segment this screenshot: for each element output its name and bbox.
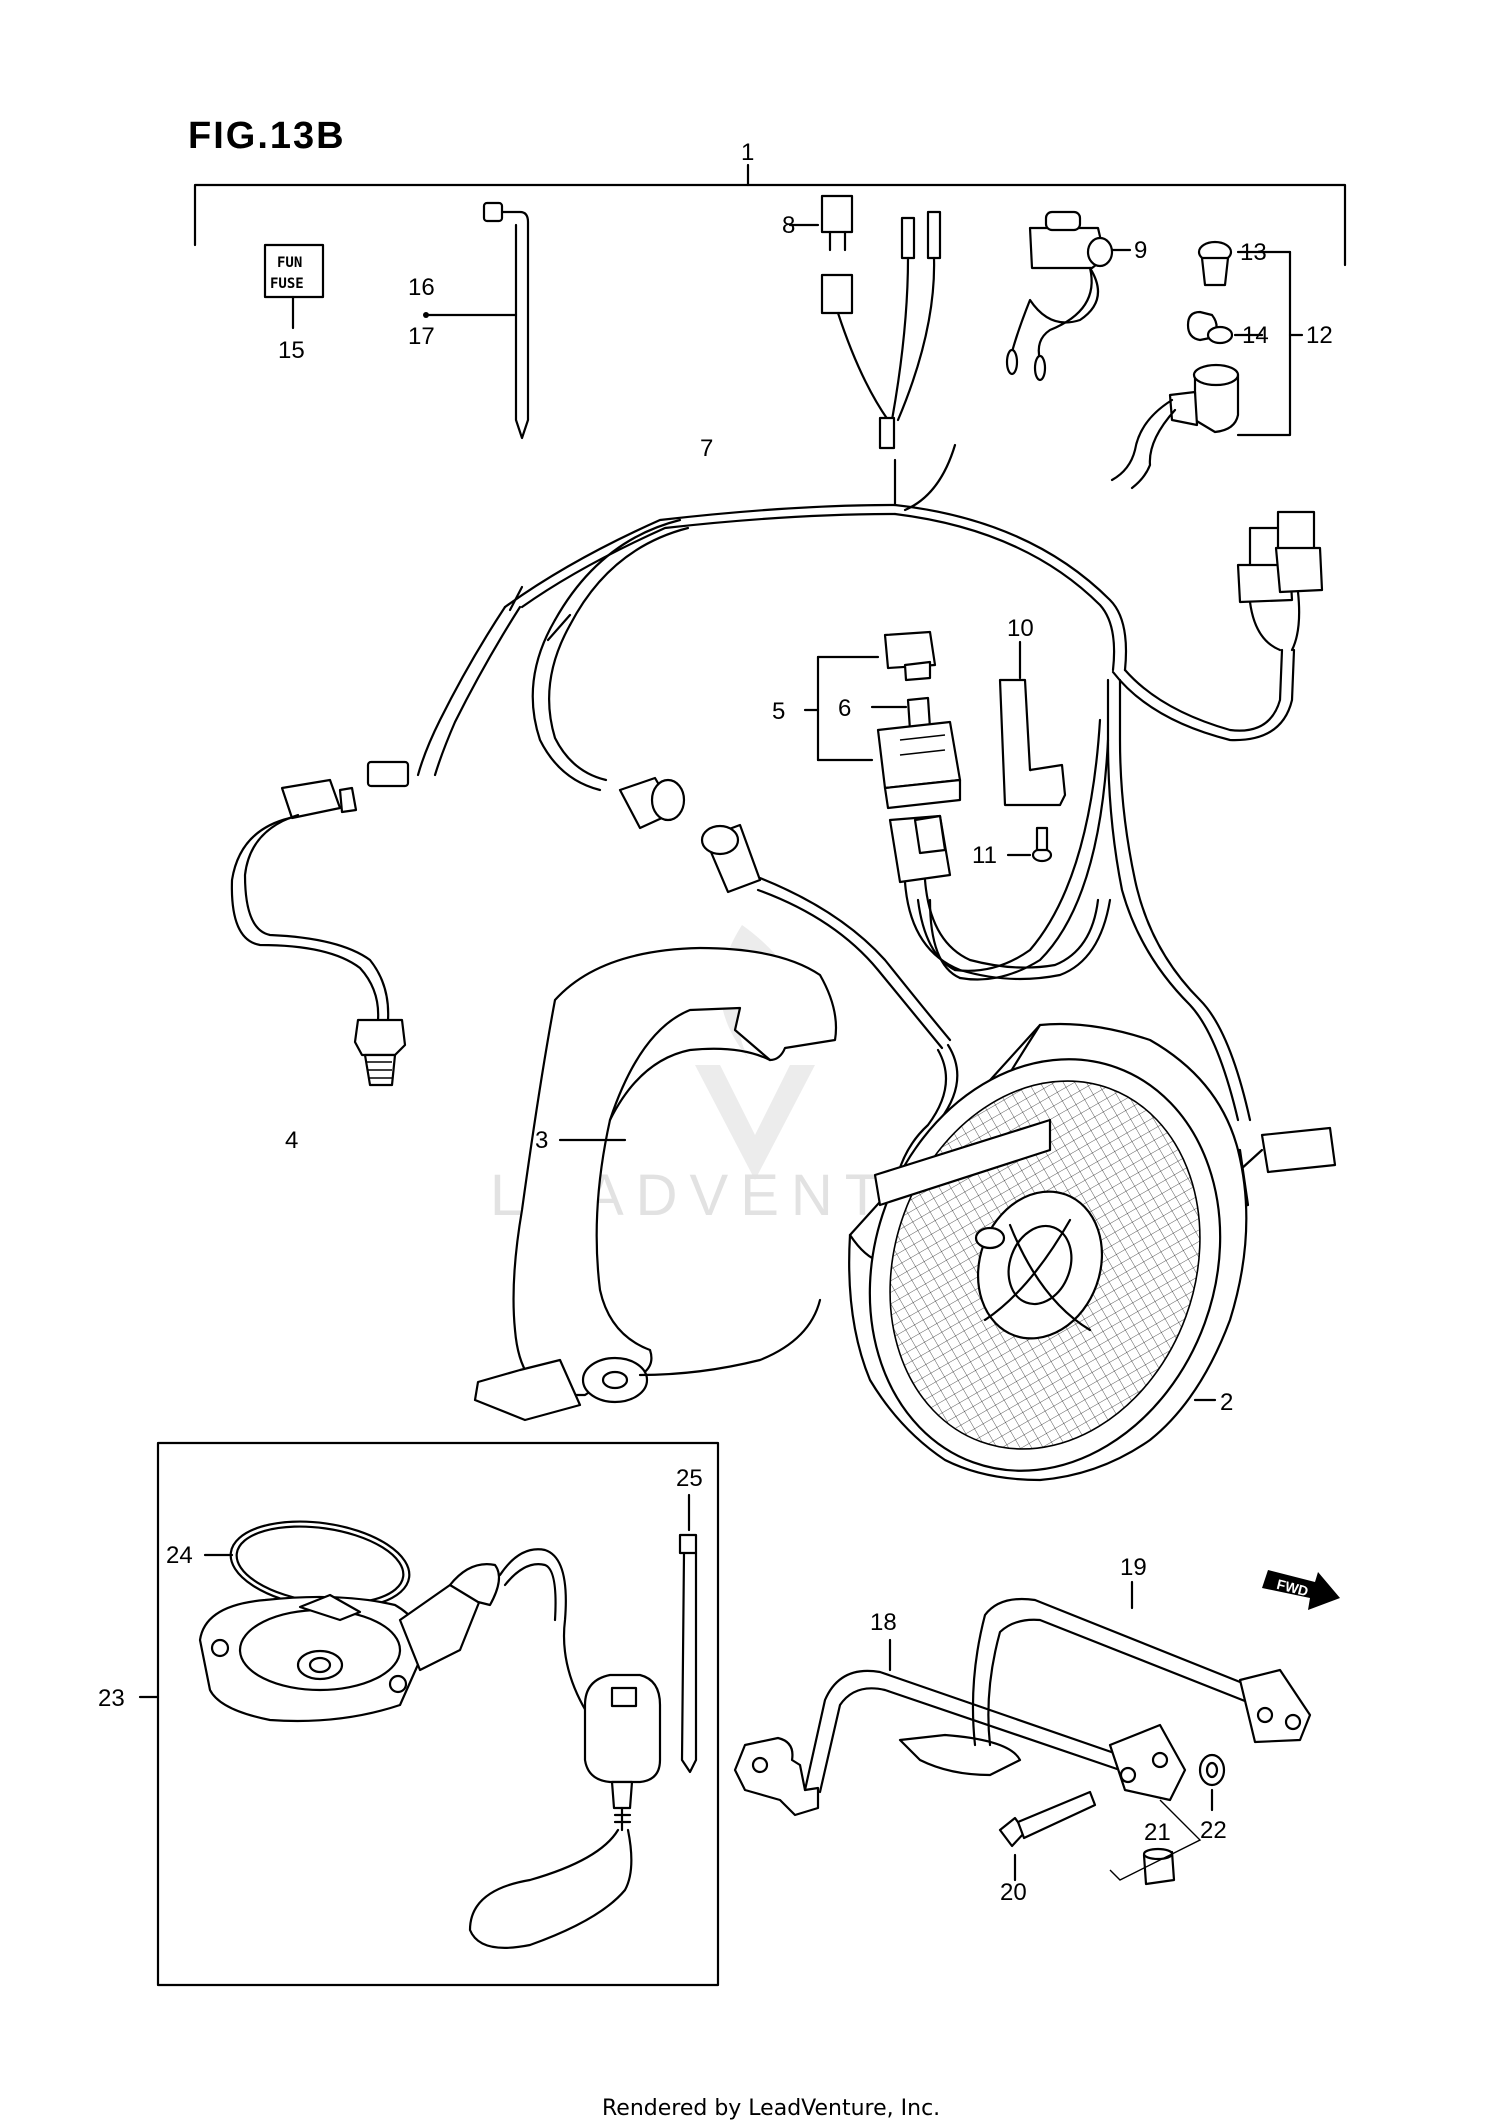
harness-coupler-part [888,814,1112,981]
switch-part [1005,210,1132,382]
fwd-arrow-icon: FWD [1262,1570,1340,1610]
fuse-label-line1: FUN [277,255,302,271]
callout-2: 2 [1220,1389,1233,1416]
wiring-harness [416,443,1296,1122]
nut-part [1198,1753,1226,1812]
callout-1: 1 [741,139,754,166]
inset-box [138,1441,720,1987]
callouts: 1 2 3 4 5 6 7 8 9 10 11 12 13 14 15 16 1… [98,139,1333,1906]
callout-3: 3 [535,1127,548,1154]
callout-17: 17 [408,323,435,350]
callout-13: 13 [1240,239,1267,266]
screw-part [1006,826,1053,863]
callout-8: 8 [782,212,795,239]
callout-11: 11 [972,842,997,869]
relay-part [803,630,962,810]
fuse-label-line2: FUSE [270,276,304,292]
fuse-part [788,194,854,252]
callout-6: 6 [838,695,851,722]
stay-18-part [733,1638,1187,1817]
callout-24: 24 [166,1542,193,1569]
callout-10: 10 [1007,615,1034,642]
callout-16: 16 [408,274,435,301]
connector-pair-part [1236,510,1324,652]
fan-motor-part [848,1022,1248,1482]
figure-title: FIG.13B [188,115,346,157]
lamp-socket-assembly [1110,240,1304,490]
collar-part [1109,1799,1202,1886]
footer-credit: Rendered by LeadVenture, Inc. [602,2096,940,2121]
sensor-housing-part [198,1548,662,1949]
callout-7: 7 [700,435,713,462]
cable-tie-part-25 [678,1493,698,1774]
fuse-holder-part [820,210,942,450]
temperature-sensor-part [230,760,410,1087]
callout-4: 4 [285,1127,298,1154]
watermark-v-icon [695,1065,815,1180]
fuse-label-part: FUN FUSE [263,243,325,330]
callout-9: 9 [1134,237,1147,264]
stay-19-part [971,1580,1312,1747]
callout-23: 23 [98,1685,125,1712]
callout-18: 18 [870,1609,897,1636]
callout-20: 20 [1000,1879,1027,1906]
callout-19: 19 [1120,1554,1147,1581]
callout-22: 22 [1200,1817,1227,1844]
relay-bracket-part [998,640,1067,807]
callout-15: 15 [278,337,305,364]
bolt-part [998,1790,1097,1882]
cable-tie-part [423,201,530,440]
callout-5: 5 [772,698,785,725]
callout-12: 12 [1306,322,1333,349]
harness-assembly-bracket [193,163,1347,267]
callout-25: 25 [676,1465,703,1492]
fwd-label: FWD [1275,1576,1310,1599]
callout-21: 21 [1144,1819,1171,1846]
callout-14: 14 [1242,322,1269,349]
fan-shroud-part [473,946,838,1422]
